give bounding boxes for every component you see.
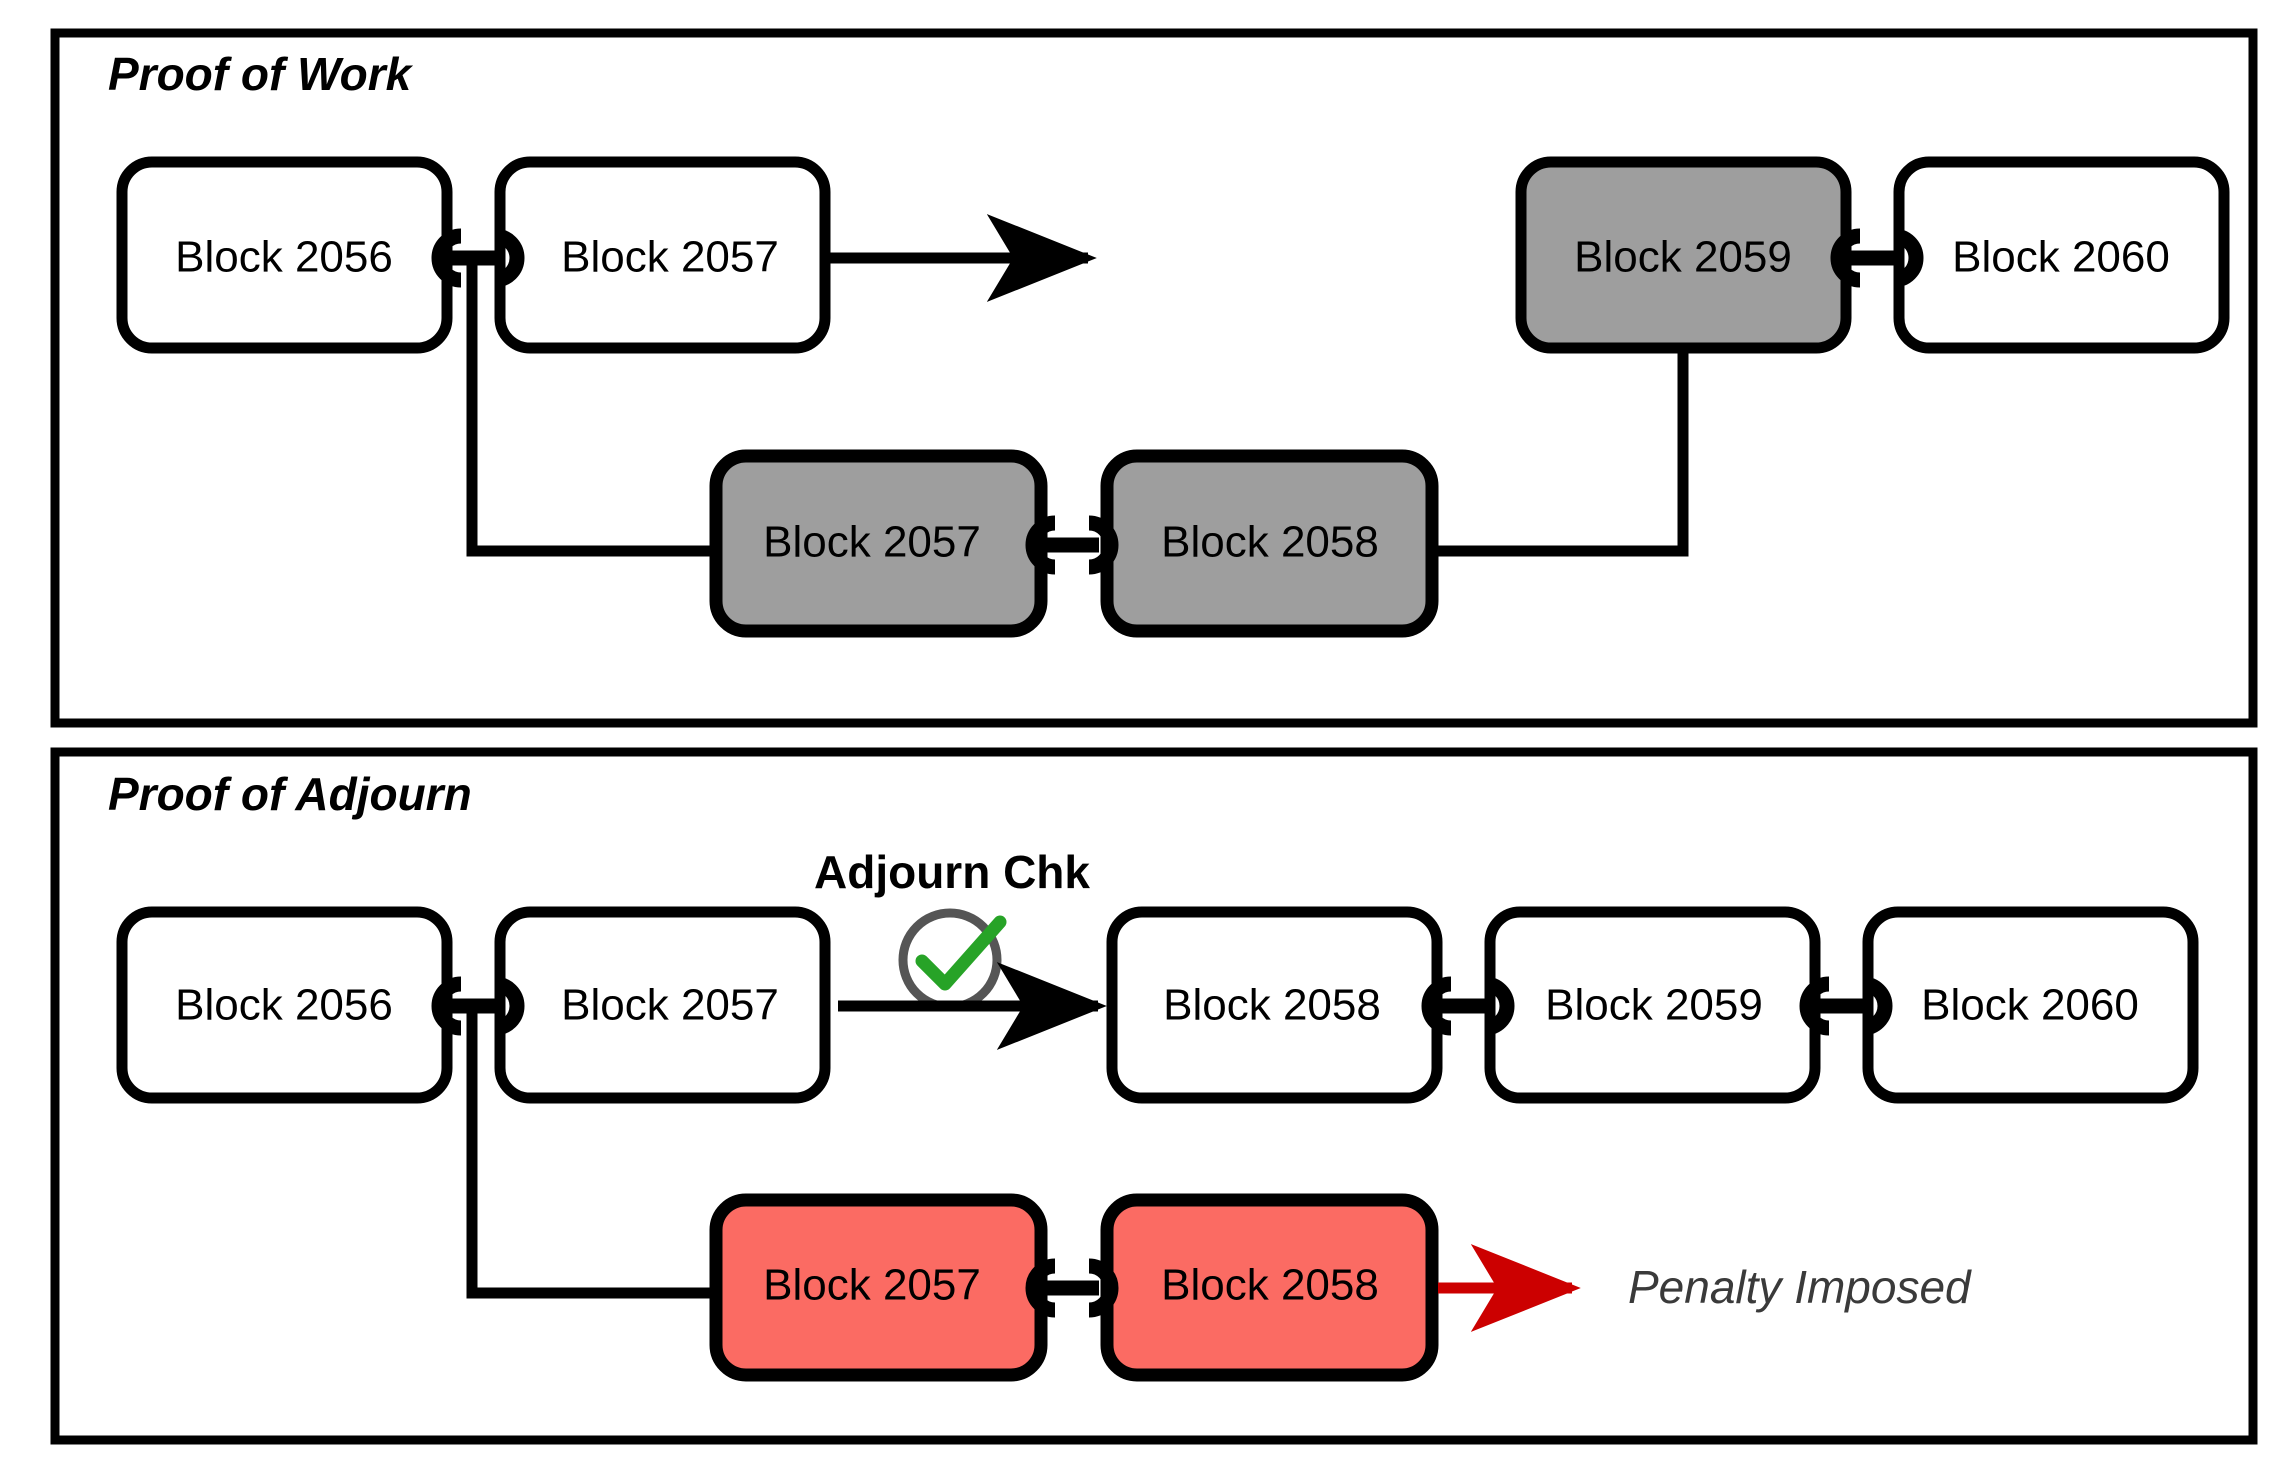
- block-label: Block 2057: [763, 1261, 981, 1310]
- block-poa-2056[interactable]: Block 2056: [116, 906, 453, 1104]
- block-poa-2060[interactable]: Block 2060: [1862, 906, 2199, 1104]
- adjourn-check-label: Adjourn Chk: [814, 846, 1090, 898]
- panel-proof-of-work: Proof of Work Block 2056 Block 2057 Bloc…: [50, 28, 2258, 728]
- block-label: Block 2056: [175, 233, 393, 282]
- block-label: Block 2060: [1921, 981, 2139, 1030]
- block-pow-2059[interactable]: Block 2059: [1515, 156, 1852, 354]
- fork-connector-line: [466, 262, 716, 557]
- block-pow-fork-2058[interactable]: Block 2058: [1100, 449, 1439, 638]
- block-pow-2060[interactable]: Block 2060: [1893, 156, 2230, 354]
- block-pow-2057[interactable]: Block 2057: [494, 156, 831, 354]
- block-label: Block 2058: [1163, 981, 1381, 1030]
- block-label: Block 2059: [1574, 233, 1792, 282]
- block-pow-2056[interactable]: Block 2056: [116, 156, 453, 354]
- block-label: Block 2057: [561, 981, 779, 1030]
- panel-title: Proof of Adjourn: [108, 768, 472, 820]
- block-label: Block 2058: [1161, 1261, 1379, 1310]
- block-pow-fork-2057[interactable]: Block 2057: [709, 449, 1048, 638]
- block-poa-2057[interactable]: Block 2057: [494, 906, 831, 1104]
- block-label: Block 2058: [1161, 518, 1379, 567]
- block-label: Block 2056: [175, 981, 393, 1030]
- block-label: Block 2060: [1952, 233, 2170, 282]
- block-label: Block 2057: [561, 233, 779, 282]
- block-label: Block 2059: [1545, 981, 1763, 1030]
- panel-title: Proof of Work: [108, 48, 414, 100]
- penalty-label: Penalty Imposed: [1628, 1261, 1972, 1313]
- block-poa-fork-2058[interactable]: Block 2058: [1100, 1193, 1439, 1382]
- block-poa-2058[interactable]: Block 2058: [1106, 906, 1443, 1104]
- block-poa-2059[interactable]: Block 2059: [1484, 906, 1821, 1104]
- panel-proof-of-adjourn: Proof of Adjourn Adjourn Chk Block 2056 …: [50, 747, 2258, 1445]
- block-poa-fork-2057[interactable]: Block 2057: [709, 1193, 1048, 1382]
- block-label: Block 2057: [763, 518, 981, 567]
- orphan-to-main-connector-line: [1432, 348, 1689, 557]
- fork-connector-line: [466, 1006, 716, 1299]
